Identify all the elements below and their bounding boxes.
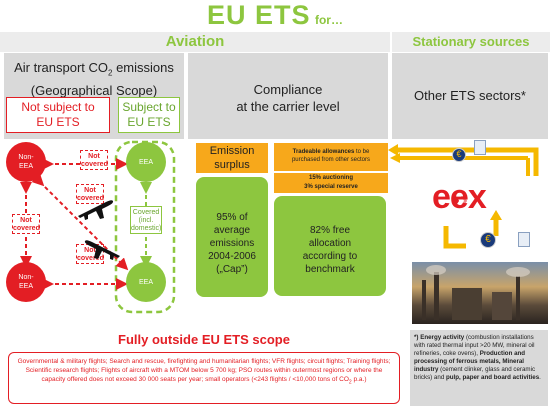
euro-coin-icon: € [452,148,466,162]
scope-line2: (Geographical Scope) [30,82,158,98]
industry-photo [412,262,548,324]
not-subject-line1: Not subject to [21,100,95,114]
section-stationary: Stationary sources [392,32,550,52]
scope-line1: Air transport CO2 emissions [14,60,174,78]
outside-scope-box: Governmental & military flights; Search … [8,352,400,404]
node-eea-bottom: EEA [126,262,166,302]
outside-scope-title: Fully outside EU ETS scope [118,332,290,347]
tradeable-allowances-box: Tradeable allowances to be purchased fro… [274,143,388,171]
eex-chevrons: ›› [452,186,468,213]
compliance-line1: Compliance [253,82,323,97]
stationary-footnote: *) Energy activity (combustion installat… [410,330,548,406]
not-subject-line2: EU ETS [36,115,80,129]
document-icon [518,232,530,247]
subject-line1: Subject to [122,100,176,114]
airplane-icon [78,200,114,220]
other-sectors-box: Other ETS sectors* [392,53,548,139]
eex-logo: eex [432,178,487,216]
euro-coin-icon: € [480,232,496,248]
title-for: for… [314,13,343,27]
node-eea-top: EEA [126,142,166,182]
node-non-eea-top: Non-EEA [6,142,46,182]
subject-box: Subject to EU ETS [118,97,180,133]
compliance-line2: at the carrier level [236,99,340,114]
title-eu-ets: EU ETS [207,0,311,30]
main-title: EU ETS for… [0,0,550,32]
label-covered: Covered(incl.domestic) [130,206,162,234]
subject-line2: EU ETS [127,115,171,129]
node-non-eea-bottom: Non-EEA [6,262,46,302]
compliance-box: Compliance at the carrier level [188,53,388,139]
airplane-icon [84,240,120,260]
yellow-arrow-icon [388,144,539,249]
section-aviation: Aviation [0,32,390,52]
not-subject-box: Not subject to EU ETS [6,97,110,133]
document-icon [474,140,486,155]
